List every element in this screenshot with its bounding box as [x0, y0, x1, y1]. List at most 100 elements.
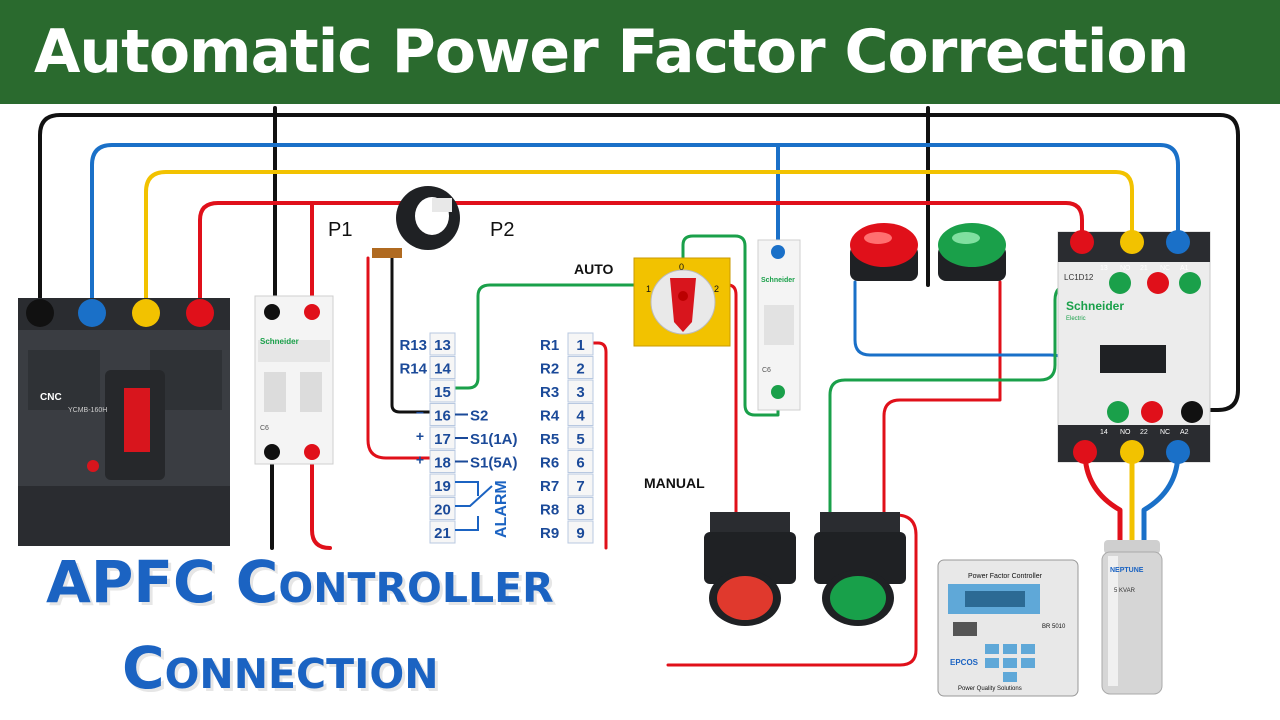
terminal-left-14: 14 R14 [399, 356, 456, 379]
terminal-left-21: 21 [429, 520, 456, 544]
svg-text:18: 18 [434, 455, 451, 472]
label-manual: MANUAL [644, 475, 705, 491]
svg-text:R13: R13 [399, 337, 427, 354]
wire-blue-main [90, 143, 1180, 314]
wire-green-auto [453, 283, 650, 390]
contactor-bottom-pin: A2 [1180, 429, 1189, 436]
contactor-bottom-pin: NC [1160, 429, 1170, 436]
mcb-2-brand: Schneider [761, 277, 795, 284]
current-transformer [372, 186, 460, 258]
terminal-right-1: 1R1 [540, 332, 594, 356]
label-auto: AUTO [574, 261, 614, 277]
contactor-top-pin: NO [1120, 265, 1131, 272]
capacitor: NEPTUNE 5 KVAR [1101, 540, 1163, 695]
wire-red-main [198, 201, 1084, 314]
mccb-breaker: CNC YCMB-160H [18, 298, 230, 546]
mccb-brand: CNC [40, 392, 62, 403]
svg-text:20: 20 [434, 502, 451, 519]
wire-red-ct [366, 256, 432, 460]
svg-text:3: 3 [576, 384, 584, 401]
terminal-right-5: 5R5 [540, 426, 594, 450]
capacitor-rating: 5 KVAR [1114, 588, 1136, 594]
svg-text:7: 7 [576, 478, 584, 495]
terminal-right-4: 4 R4 [540, 403, 594, 426]
contactor-bottom-pin: 22 [1140, 429, 1148, 436]
mcb-1: Schneider C6 [254, 295, 334, 465]
wire-yellow-main [144, 170, 1134, 314]
wire-red-bottom [666, 513, 918, 667]
mcb-2: Schneider C6 [757, 239, 801, 411]
mcb-2-rating: C6 [762, 367, 771, 374]
push-button-red[interactable] [704, 512, 796, 626]
terminal-right-3: 3 R3 [540, 379, 594, 403]
controller-model: BR 5010 [1042, 624, 1066, 630]
svg-text:S1(5A): S1(5A) [470, 455, 518, 472]
wire-cap-blue [1141, 449, 1181, 543]
svg-text:R1: R1 [540, 337, 559, 354]
controller-tagline: Power Quality Solutions [958, 686, 1022, 692]
terminal-left-13: 13 R13 [399, 332, 456, 356]
label-p1: P1 [328, 219, 352, 241]
wire-red-r1 [580, 341, 608, 550]
contactor-brand: Schneider [1066, 299, 1124, 313]
svg-text:R2: R2 [540, 361, 559, 378]
push-button-green[interactable] [814, 512, 906, 626]
pilot-lamp-green [938, 223, 1006, 281]
controller-title: Power Factor Controller [968, 573, 1043, 580]
mccb-model: YCMB-160H [68, 407, 107, 414]
pilot-lamp-red [850, 223, 918, 281]
terminal-right-6: 6R6 [540, 450, 594, 473]
contactor-top-pin: NC [1160, 265, 1170, 272]
contactor-brand-sub: Electric [1066, 316, 1086, 322]
contactor-model: LC1D12 [1064, 273, 1094, 282]
terminal-right-9: 9 R9 [540, 520, 594, 544]
wire-black-main [38, 113, 1240, 412]
svg-text:15: 15 [434, 384, 451, 401]
svg-text:2: 2 [576, 361, 584, 378]
contactor-top-pin: 13 [1100, 265, 1108, 272]
svg-text:R14: R14 [399, 361, 427, 378]
svg-text:−: − [416, 405, 424, 421]
contactor-top-pin: 21 [1140, 265, 1148, 272]
terminal-left-15: 15 [429, 379, 456, 403]
svg-text:4: 4 [576, 408, 585, 425]
svg-text:S1(1A): S1(1A) [470, 431, 518, 448]
svg-text:14: 14 [434, 361, 451, 378]
svg-text:19: 19 [434, 478, 451, 495]
terminal-right-2: 2 R2 [540, 356, 594, 379]
svg-text:R5: R5 [540, 431, 559, 448]
wire-red-mcb-bot [310, 450, 332, 550]
svg-text:R7: R7 [540, 478, 559, 495]
wire-cap-red [1082, 449, 1123, 543]
mcb-1-brand: Schneider [260, 337, 299, 346]
label-p2: P2 [490, 219, 514, 241]
svg-text:6: 6 [576, 455, 584, 472]
svg-text:21: 21 [434, 525, 451, 542]
title-banner: Automatic Power Factor Correction [0, 0, 1280, 104]
wire-green-sel [681, 234, 780, 417]
selector-pos-0: 0 [679, 262, 684, 272]
wire-black-ct [390, 256, 432, 414]
svg-text:9: 9 [576, 525, 584, 542]
svg-text:+: + [416, 428, 424, 444]
svg-text:8: 8 [576, 502, 584, 519]
selector-switch: 1 0 2 [633, 257, 731, 347]
svg-text:R4: R4 [540, 408, 560, 425]
terminal-left-20: 20 [429, 497, 456, 520]
svg-text:13: 13 [434, 337, 451, 354]
alarm-label: ALARM [493, 480, 510, 538]
svg-text:17: 17 [434, 431, 451, 448]
mcb-1-rating: C6 [260, 425, 269, 432]
svg-text:R3: R3 [540, 384, 559, 401]
alarm-contact-symbol [455, 481, 493, 531]
contactor-bottom-pin: NO [1120, 429, 1131, 436]
capacitor-brand: NEPTUNE [1110, 567, 1144, 574]
svg-text:16: 16 [434, 408, 451, 425]
wire-red-lamp [882, 280, 1002, 522]
selector-pos-1: 1 [646, 284, 651, 294]
svg-text:R9: R9 [540, 525, 559, 542]
